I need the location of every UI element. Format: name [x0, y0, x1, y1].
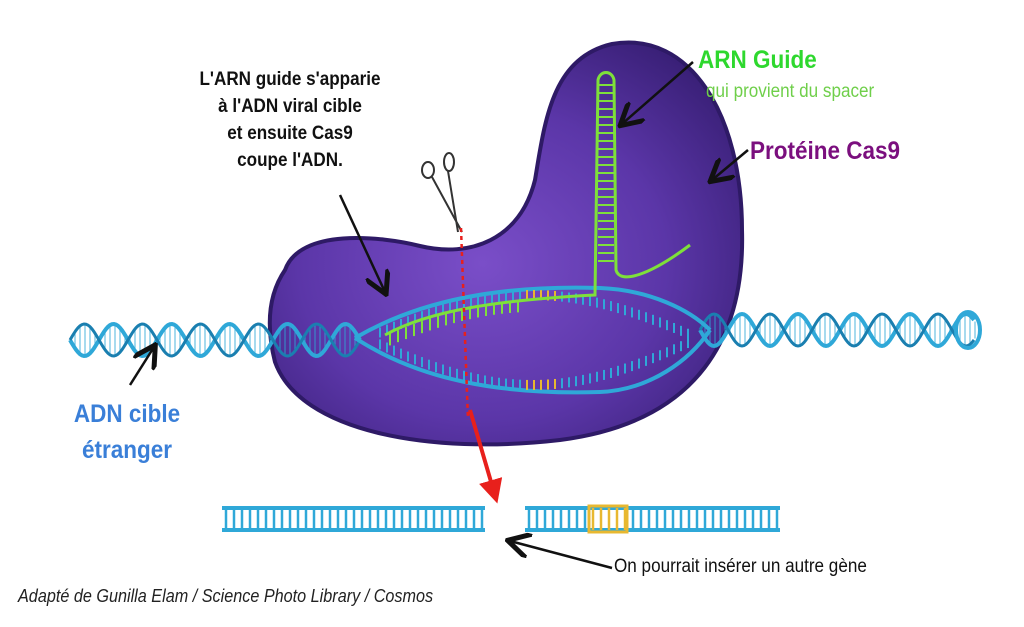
annotation-note: L'ARN guide s'apparie à l'ADN viral cibl… — [164, 66, 416, 174]
note-line: coupe l'ADN. — [237, 150, 343, 171]
arn-guide-sublabel: qui provient du spacer — [706, 81, 875, 102]
target-dna-line: étranger — [81, 436, 173, 464]
cut-line — [459, 227, 470, 421]
scissors-icon — [421, 152, 463, 233]
protein-label: Protéine Cas9 — [750, 137, 901, 165]
cut-dna-fragments — [222, 504, 780, 534]
guide-rna — [384, 71, 691, 346]
note-line: à l'ADN viral cible — [218, 96, 362, 117]
pointer-arrows — [128, 61, 749, 570]
arn-guide-label: ARN Guide — [698, 46, 817, 74]
target-dna-label: ADN cible étranger — [60, 396, 195, 468]
cut-arrow — [468, 409, 503, 504]
insert-gene-label: On pourrait insérer un autre gène — [614, 556, 867, 577]
image-credit: Adapté de Gunilla Elam / Science Photo L… — [18, 586, 434, 606]
target-dna-line: ADN cible — [73, 400, 181, 428]
note-line: L'ARN guide s'apparie — [199, 69, 381, 90]
note-line: et ensuite Cas9 — [227, 123, 353, 144]
